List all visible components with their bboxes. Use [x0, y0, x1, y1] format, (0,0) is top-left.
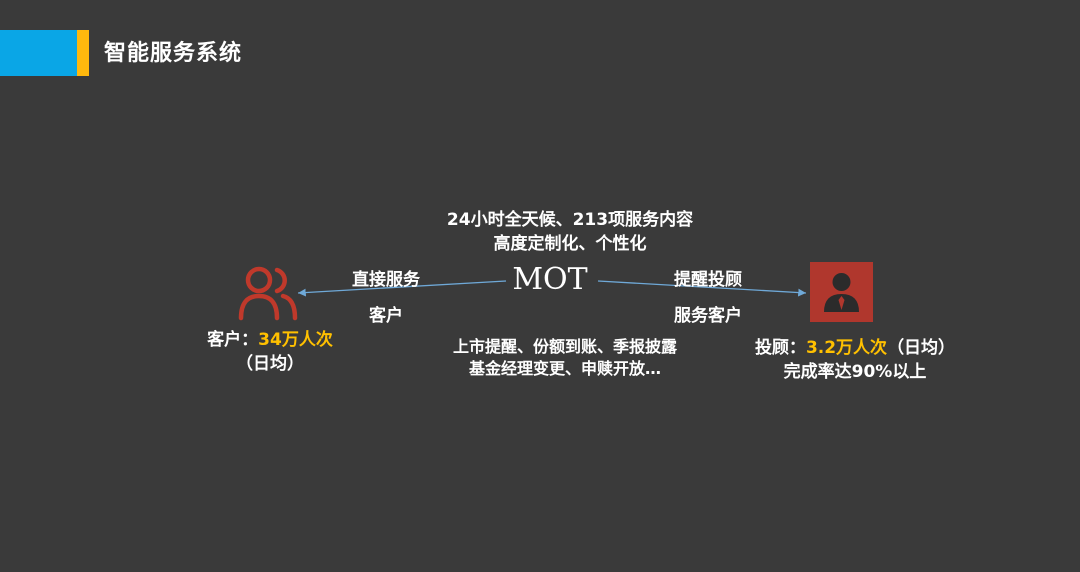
advisor-person-icon: [810, 262, 873, 322]
users-icon: [238, 266, 298, 321]
customer-stats-suffix: （日均）: [236, 354, 304, 374]
direct-service-line1: 直接服务: [352, 270, 420, 290]
direct-service-line2: 客户: [369, 306, 403, 326]
remind-advisor-label: 提醒投顾 服务客户: [660, 268, 756, 328]
page-title: 智能服务系统: [104, 41, 243, 66]
advisor-stats-prefix: 投顾：: [754, 338, 806, 358]
remind-advisor-line2: 服务客户: [674, 306, 742, 326]
advisor-stats-value: 3.2万人次: [805, 338, 888, 358]
mot-label: MOT: [512, 262, 588, 297]
service-description-line2: 高度定制化、个性化: [493, 234, 647, 254]
advisor-completion-rate: 完成率达90%以上: [783, 362, 927, 382]
arrow-to-advisor: [597, 280, 807, 297]
event-list-line2: 基金经理变更、申赎开放…: [468, 359, 661, 378]
header-accent-yellow: [77, 30, 89, 76]
service-description-line1: 24小时全天候、213项服务内容: [446, 210, 694, 230]
event-list: 上市提醒、份额到账、季报披露 基金经理变更、申赎开放…: [400, 336, 730, 380]
customer-stats-prefix: 客户：: [207, 330, 259, 350]
direct-service-label: 直接服务 客户: [338, 268, 434, 328]
header-accent-blue: [0, 30, 77, 76]
arrow-to-customer: [297, 280, 507, 297]
customer-stats: 客户：34万人次 （日均）: [190, 328, 350, 376]
advisor-stats-suffix: （日均）: [887, 338, 956, 358]
advisor-stats: 投顾：3.2万人次（日均） 完成率达90%以上: [740, 336, 970, 384]
remind-advisor-line1: 提醒投顾: [674, 270, 742, 290]
event-list-line1: 上市提醒、份额到账、季报披露: [452, 337, 677, 356]
customer-stats-value: 34万人次: [258, 330, 333, 350]
service-description: 24小时全天候、213项服务内容 高度定制化、个性化: [400, 208, 740, 256]
